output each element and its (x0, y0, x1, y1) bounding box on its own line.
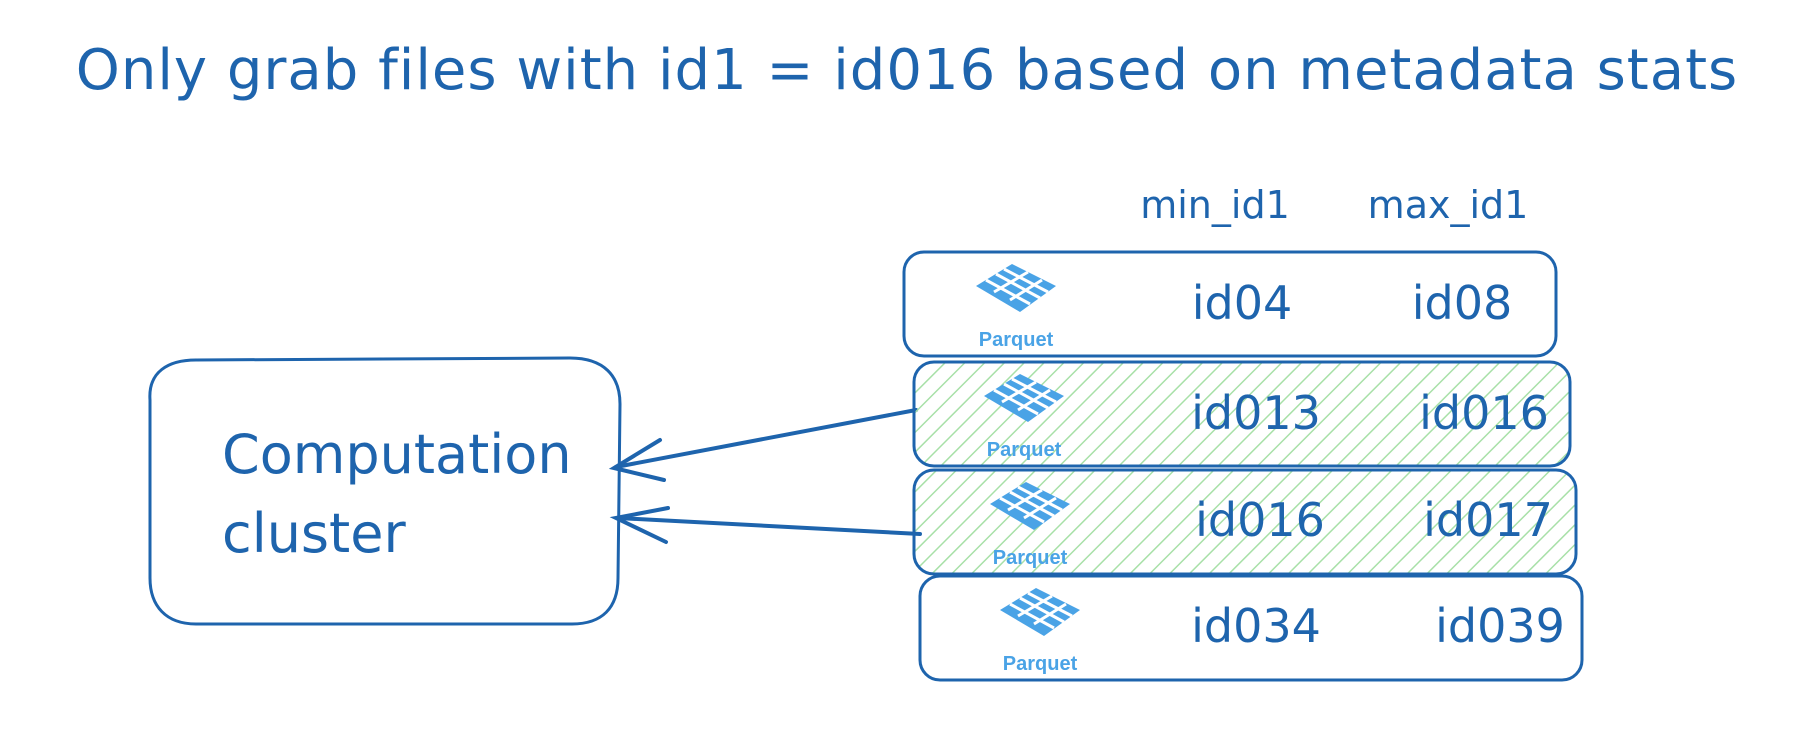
diagram-title: Only grab files with id1 = id016 based o… (75, 38, 1739, 103)
file-min-value: id04 (1192, 276, 1293, 330)
column-header-min: min_id1 (1140, 183, 1290, 227)
file-min-value: id013 (1191, 386, 1321, 440)
parquet-logo-icon: Parquet (974, 262, 1058, 351)
file-box (902, 250, 1558, 358)
cluster-label-line1: Computation (222, 423, 572, 486)
file-max-value: id08 (1412, 276, 1513, 330)
parquet-logo-icon: Parquet (988, 480, 1072, 569)
parquet-logo-label: Parquet (993, 547, 1068, 569)
computation-cluster: Computation cluster (148, 356, 622, 626)
file-max-value: id017 (1423, 493, 1553, 547)
parquet-logo-label: Parquet (1003, 653, 1078, 675)
arrow-left-icon (608, 408, 918, 482)
column-header-max: max_id1 (1368, 183, 1529, 227)
file-box-highlighted (912, 360, 1572, 468)
parquet-logo-label: Parquet (987, 439, 1062, 461)
parquet-logo-label: Parquet (979, 329, 1054, 351)
file-box (918, 574, 1584, 682)
file-min-value: id016 (1195, 493, 1325, 547)
file-row: Parquet id016 id017 (912, 468, 1578, 576)
file-min-value: id034 (1191, 599, 1321, 653)
cluster-box (148, 356, 622, 626)
file-max-value: id016 (1419, 386, 1549, 440)
file-max-value: id039 (1435, 599, 1565, 653)
file-row: Parquet id034 id039 (918, 574, 1584, 682)
file-row: Parquet id013 id016 (912, 360, 1572, 468)
parquet-logo-icon: Parquet (982, 372, 1066, 461)
file-box-highlighted (912, 468, 1578, 576)
parquet-logo-icon: Parquet (998, 586, 1082, 675)
arrow-left-icon (609, 506, 922, 544)
file-row: Parquet id04 id08 (902, 250, 1558, 358)
cluster-label-line2: cluster (222, 502, 406, 565)
